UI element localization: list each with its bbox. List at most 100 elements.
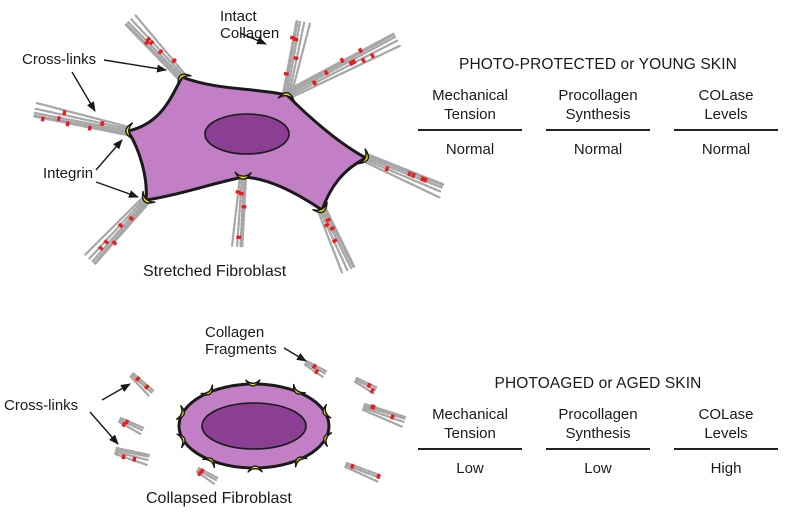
collagen-strand	[126, 20, 184, 79]
young-skin-panel: PHOTO-PROTECTED or YOUNG SKIN Mechanical…	[418, 56, 778, 159]
integrin-cap	[200, 384, 214, 396]
collagen-fiber-bundle	[363, 153, 446, 199]
crosslink-bar	[62, 110, 67, 116]
collagen-fiber-bundle	[303, 360, 329, 379]
colase-levels-column: COLase Levels High	[674, 405, 778, 478]
collagen-fragments	[114, 360, 407, 485]
collagen-strand	[289, 22, 312, 97]
crosslink-bar	[311, 363, 318, 370]
collagen-strand	[83, 196, 145, 257]
crosslink-bar	[128, 215, 135, 222]
collagen-strand	[287, 44, 401, 100]
column-heading: Mechanical Tension	[432, 406, 508, 442]
crosslink-bar	[111, 240, 118, 246]
crosslink-bar	[419, 176, 425, 182]
collagen-strand	[114, 452, 148, 466]
crosslink-bar	[407, 171, 412, 177]
column-rule	[418, 448, 522, 450]
collagen-strand	[87, 197, 146, 261]
collagen-strand	[115, 448, 150, 458]
integrin-label: Integrin	[43, 165, 94, 182]
crosslink-bar	[157, 48, 164, 55]
collagen-strand	[317, 210, 344, 274]
crosslink-bar	[422, 177, 428, 183]
crosslink-bar	[369, 52, 376, 59]
crosslink-bar	[390, 414, 395, 420]
collagen-strand	[130, 373, 154, 395]
collagen-strand	[235, 175, 244, 248]
crosslink-bar	[40, 116, 45, 122]
crosslink-bar	[348, 60, 354, 67]
column-value: Low	[584, 460, 612, 477]
collagen-strand	[132, 372, 155, 393]
collagen-fragments-label: Collagen Fragments	[205, 324, 277, 358]
crosslink-bar	[311, 80, 318, 86]
annotation-arrows	[71, 32, 307, 445]
column-heading: Procollagen Synthesis	[558, 87, 638, 123]
column-heading: Mechanical Tension	[432, 87, 508, 123]
integrin-cap	[312, 201, 328, 214]
crosslink-bar	[293, 56, 299, 61]
column-rule	[674, 129, 778, 131]
crosslink-bar	[143, 39, 150, 46]
collagen-strand	[125, 22, 182, 80]
collagen-strand	[134, 13, 187, 76]
crosslink-bar	[366, 382, 372, 389]
collagen-strand	[93, 201, 151, 266]
crosslink-bar	[351, 58, 357, 65]
crosslink-bar	[117, 222, 124, 229]
nucleus-ellipse	[204, 113, 290, 155]
pointer-arrow	[239, 32, 267, 45]
integrin-cap	[141, 190, 156, 204]
crosslink-bar	[323, 222, 330, 228]
collagen-strand	[365, 154, 446, 187]
stretched-fibroblast-caption: Stretched Fibroblast	[143, 263, 287, 280]
aged-skin-title: PHOTOAGED or AGED SKIN	[494, 375, 702, 392]
cross-links-label-bottom: Cross-links	[4, 397, 79, 414]
crosslink-bar	[132, 456, 137, 462]
intact-collagen-fibers	[33, 13, 446, 274]
collagen-strand	[34, 107, 130, 131]
integrin-cap	[277, 92, 295, 102]
collagen-fiber-bundle	[83, 196, 151, 266]
crosslink-bar	[369, 387, 375, 394]
crosslink-bar	[339, 57, 345, 64]
integrin-cap	[292, 383, 306, 395]
collagen-fiber-bundle	[344, 461, 383, 484]
integrin-cap	[247, 465, 263, 473]
collagen-fiber-bundle	[317, 207, 356, 274]
column-rule	[674, 448, 778, 450]
crosslink-bar	[360, 57, 367, 64]
collagen-strand	[305, 360, 329, 373]
nucleus-ellipse	[201, 402, 307, 450]
collagen-strand	[115, 446, 150, 456]
collagen-strand	[129, 17, 185, 77]
integrin-cap	[175, 405, 186, 420]
colase-levels-column: COLase Levels Normal	[674, 86, 778, 159]
collagen-strand	[92, 200, 149, 265]
crosslink-bar	[171, 57, 177, 64]
integrin-cap	[125, 122, 134, 140]
pointer-arrow	[101, 383, 131, 401]
collagen-strand	[33, 111, 130, 133]
collapsed-fibroblast-cell	[175, 379, 333, 473]
collagen-strand	[35, 101, 130, 129]
collagen-strand	[118, 418, 144, 432]
collagen-fiber-bundle	[124, 13, 187, 82]
crosslink-bar	[65, 121, 70, 127]
crosslink-bar	[325, 217, 332, 223]
crosslink-bar	[97, 245, 104, 252]
cross-links-label-top: Cross-links	[22, 51, 97, 68]
integrin-cap	[294, 456, 308, 468]
crosslink-bar	[323, 69, 330, 76]
young-skin-title: PHOTO-PROTECTED or YOUNG SKIN	[459, 56, 737, 73]
integrin-cap	[245, 379, 261, 387]
crosslink-bar	[56, 115, 61, 122]
column-value: Normal	[573, 141, 623, 158]
collagen-strand	[230, 175, 242, 247]
collagen-strand	[90, 198, 148, 264]
collagen-strand	[355, 377, 379, 389]
crosslink-bar	[87, 125, 92, 131]
aged-skin-panel: PHOTOAGED or AGED SKIN Mechanical Tensio…	[418, 375, 778, 478]
crosslink-bar	[384, 165, 390, 172]
